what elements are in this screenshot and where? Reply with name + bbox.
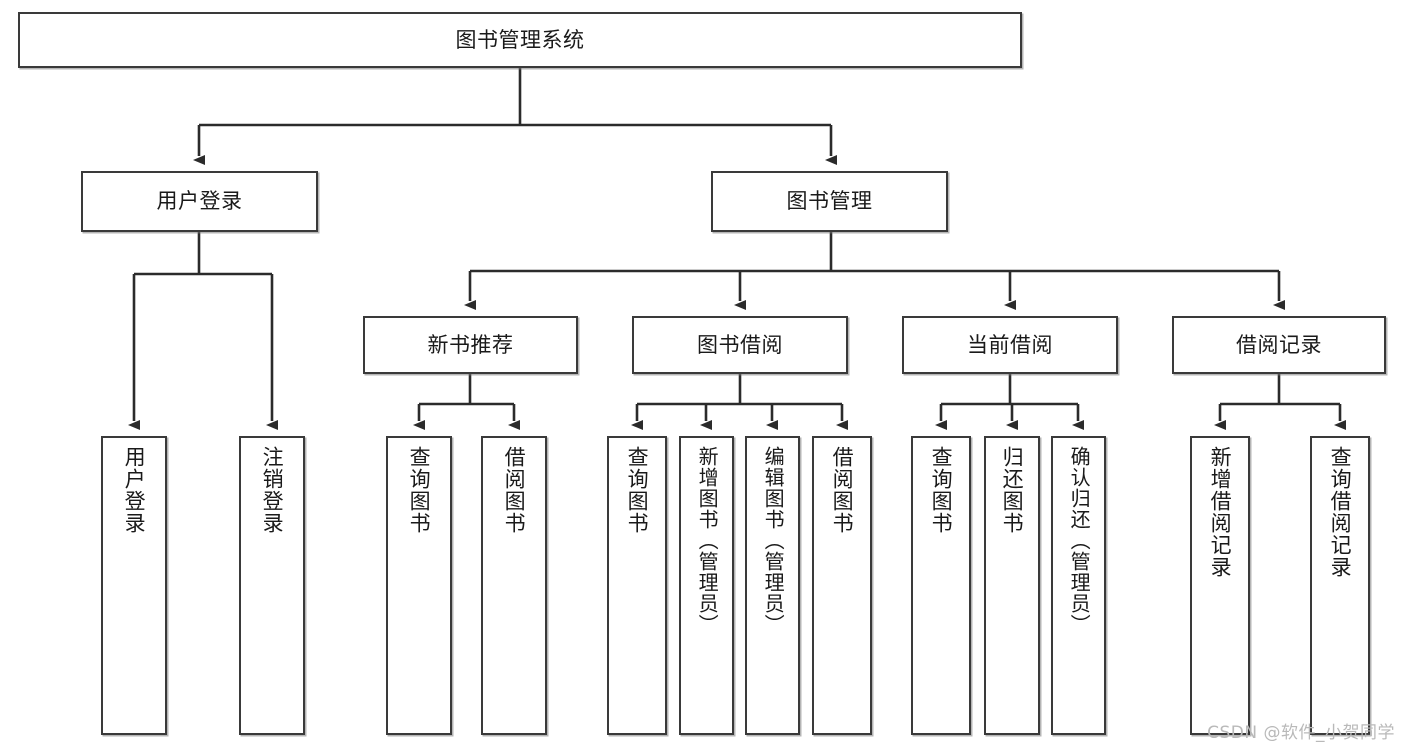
- node-leaf-add-borrow-record-label: 新增借阅记录: [1208, 446, 1233, 578]
- node-book-management-label: 图书管理: [786, 189, 873, 214]
- node-new-book-recommend-label: 新书推荐: [427, 332, 514, 357]
- node-leaf-edit-book-admin-label: 编辑图书（管理员）: [761, 446, 786, 635]
- node-leaf-query-borrow-record[interactable]: 查询借阅记录: [1310, 436, 1370, 735]
- node-leaf-query-borrow-record-label: 查询借阅记录: [1328, 446, 1353, 578]
- node-leaf-query-book-current-label: 查询图书: [929, 446, 954, 534]
- node-borrow-records-label: 借阅记录: [1236, 332, 1322, 357]
- node-leaf-return-book[interactable]: 归还图书: [984, 436, 1040, 735]
- node-root-label: 图书管理系统: [455, 27, 585, 52]
- node-user-login[interactable]: 用户登录: [81, 171, 318, 232]
- node-book-borrow-label: 图书借阅: [697, 332, 783, 357]
- node-leaf-query-book-recommend-label: 查询图书: [407, 446, 432, 534]
- node-current-borrow-label: 当前借阅: [967, 332, 1053, 357]
- node-leaf-query-book-recommend[interactable]: 查询图书: [386, 436, 452, 735]
- node-user-login-label: 用户登录: [156, 189, 243, 214]
- node-root[interactable]: 图书管理系统: [18, 12, 1022, 68]
- node-leaf-user-login-label: 用户登录: [122, 446, 147, 534]
- node-book-borrow[interactable]: 图书借阅: [632, 316, 848, 374]
- node-leaf-user-logout-label: 注销登录: [260, 446, 285, 534]
- node-leaf-add-book-admin-label: 新增图书（管理员）: [695, 446, 720, 635]
- node-current-borrow[interactable]: 当前借阅: [902, 316, 1118, 374]
- node-leaf-edit-book-admin[interactable]: 编辑图书（管理员）: [745, 436, 800, 735]
- node-leaf-user-logout[interactable]: 注销登录: [239, 436, 305, 735]
- node-leaf-borrow-book-recommend[interactable]: 借阅图书: [481, 436, 547, 735]
- node-book-management[interactable]: 图书管理: [711, 171, 948, 232]
- node-leaf-query-book-borrow-label: 查询图书: [625, 446, 650, 534]
- node-borrow-records[interactable]: 借阅记录: [1172, 316, 1386, 374]
- watermark-text: CSDN @软件_小贺同学: [1207, 723, 1395, 743]
- node-leaf-user-login[interactable]: 用户登录: [101, 436, 167, 735]
- node-leaf-confirm-return-admin[interactable]: 确认归还（管理员）: [1051, 436, 1106, 735]
- node-leaf-add-book-admin[interactable]: 新增图书（管理员）: [679, 436, 734, 735]
- node-leaf-add-borrow-record[interactable]: 新增借阅记录: [1190, 436, 1250, 735]
- node-new-book-recommend[interactable]: 新书推荐: [363, 316, 578, 374]
- node-leaf-borrow-book-label: 借阅图书: [830, 446, 855, 534]
- node-leaf-query-book-current[interactable]: 查询图书: [911, 436, 971, 735]
- node-leaf-confirm-return-admin-label: 确认归还（管理员）: [1067, 446, 1092, 635]
- node-leaf-query-book-borrow[interactable]: 查询图书: [607, 436, 667, 735]
- node-leaf-borrow-book[interactable]: 借阅图书: [812, 436, 872, 735]
- node-leaf-return-book-label: 归还图书: [1000, 446, 1025, 534]
- node-leaf-borrow-book-recommend-label: 借阅图书: [502, 446, 527, 534]
